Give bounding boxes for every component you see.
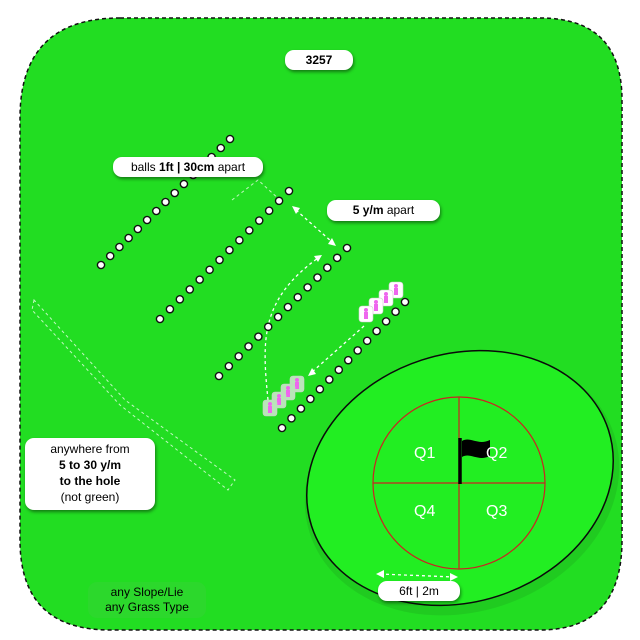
ball-spacing-suffix: apart: [217, 160, 246, 174]
golf-ball-icon: [323, 263, 332, 272]
quadrant-label-q3: Q3: [486, 503, 508, 520]
quadrant-label-q2: Q2: [486, 445, 508, 462]
golfer-icon: [358, 305, 374, 323]
start-distance-line: anywhere from: [50, 442, 130, 456]
ball-row: [214, 243, 352, 381]
golf-ball-icon: [283, 302, 293, 312]
row-start-guide: [231, 179, 281, 201]
golf-ball-icon: [214, 371, 224, 381]
golf-ball-icon: [155, 314, 165, 324]
golf-ball-icon: [254, 332, 263, 341]
golf-ball-icon: [334, 365, 344, 375]
golf-ball-icon: [195, 275, 204, 284]
golf-ball-icon: [315, 384, 325, 394]
start-distance-label: anywhere from 5 to 30 y/m to the hole (n…: [25, 438, 155, 510]
flag-icon: [458, 438, 490, 484]
slope-condition: any Slope/Lie: [110, 585, 184, 599]
golf-ball-icon: [225, 134, 235, 144]
quadrant-label-q1: Q1: [414, 445, 436, 462]
golf-ball-icon: [133, 224, 143, 234]
target-size-arrow: [376, 570, 458, 581]
golf-ball-icon: [124, 233, 133, 243]
golf-ball-icon: [254, 216, 264, 225]
golf-ball-icon: [170, 188, 180, 198]
golf-ball-icon: [235, 235, 244, 245]
golf-ball-icon: [115, 242, 124, 252]
golf-ball-icon: [245, 226, 254, 235]
ball-spacing-label: balls 1ft | 30cm apart: [113, 157, 263, 177]
row-spacing-suffix: apart: [386, 203, 415, 217]
golf-ball-icon: [362, 336, 372, 346]
ball-row: [277, 297, 410, 433]
golf-ball-icon: [332, 253, 342, 263]
target-size-label: 6ft | 2m: [378, 581, 460, 601]
golf-ball-icon: [273, 312, 283, 322]
golf-ball-icon: [391, 307, 400, 316]
quadrant-label-q4: Q4: [414, 503, 436, 520]
golf-ball-icon: [372, 326, 381, 336]
golf-ball-icon: [303, 283, 312, 292]
arrowhead: [308, 368, 316, 376]
golf-ball-icon: [96, 260, 106, 270]
golf-ball-icon: [296, 404, 306, 413]
golf-ball-icon: [165, 304, 175, 314]
golf-ball-icon: [161, 197, 170, 207]
golf-ball-icon: [284, 186, 294, 196]
golf-ball-icon: [287, 414, 296, 423]
row-spacing-value: 5 y/m: [352, 203, 384, 217]
golf-ball-icon: [306, 394, 315, 404]
golf-ball-icon: [263, 322, 273, 332]
golf-ball-icon: [343, 355, 353, 365]
arrowhead: [314, 255, 322, 262]
golf-ball-icon: [342, 243, 352, 253]
golf-ball-icon: [381, 317, 391, 326]
golf-ball-icon: [313, 273, 322, 282]
golf-ball-icon: [105, 251, 115, 261]
golf-ball-icon: [325, 375, 334, 384]
golf-ball-icon: [277, 423, 287, 433]
golf-ball-icon: [151, 206, 161, 216]
player-groups: [262, 281, 404, 417]
player-path-arrow: [264, 257, 319, 401]
golf-ball-icon: [244, 342, 253, 351]
practice-zone-outline: [31, 298, 236, 491]
golf-ball-icon: [274, 196, 284, 206]
ball-spacing-prefix: balls: [130, 160, 156, 174]
golf-ball-icon: [142, 215, 152, 225]
golfer-icon: [262, 399, 278, 417]
drill-id-badge: 3257: [285, 50, 353, 70]
golf-ball-icon: [234, 352, 243, 361]
arrowhead: [292, 206, 300, 214]
start-distance-line: to the hole: [59, 474, 121, 488]
golf-ball-icon: [225, 245, 234, 255]
player-group: [358, 281, 404, 323]
golf-ball-icon: [179, 179, 189, 189]
start-distance-note: (not green): [60, 490, 120, 504]
row-spacing-label: 5 y/m apart: [327, 200, 440, 221]
golf-ball-icon: [400, 297, 410, 307]
grass-condition: any Grass Type: [105, 600, 189, 614]
player-group: [262, 375, 305, 417]
row-spacing-arrow: [295, 209, 333, 243]
golf-ball-icon: [215, 255, 224, 265]
arrowhead: [328, 238, 336, 246]
golf-ball-icon: [224, 361, 234, 371]
golf-ball-icon: [175, 295, 185, 304]
ball-row: [155, 186, 294, 324]
golf-ball-icon: [293, 292, 303, 302]
golf-ball-icon: [216, 143, 226, 153]
golf-ball-icon: [205, 265, 214, 275]
conditions-label: any Slope/Lie any Grass Type: [88, 582, 206, 618]
golf-ball-icon: [185, 285, 195, 294]
ball-spacing-value: 1ft | 30cm: [158, 160, 215, 174]
golf-ball-icon: [264, 206, 274, 215]
start-distance-range: 5 to 30 y/m: [58, 458, 122, 472]
golf-ball-icon: [353, 346, 362, 355]
